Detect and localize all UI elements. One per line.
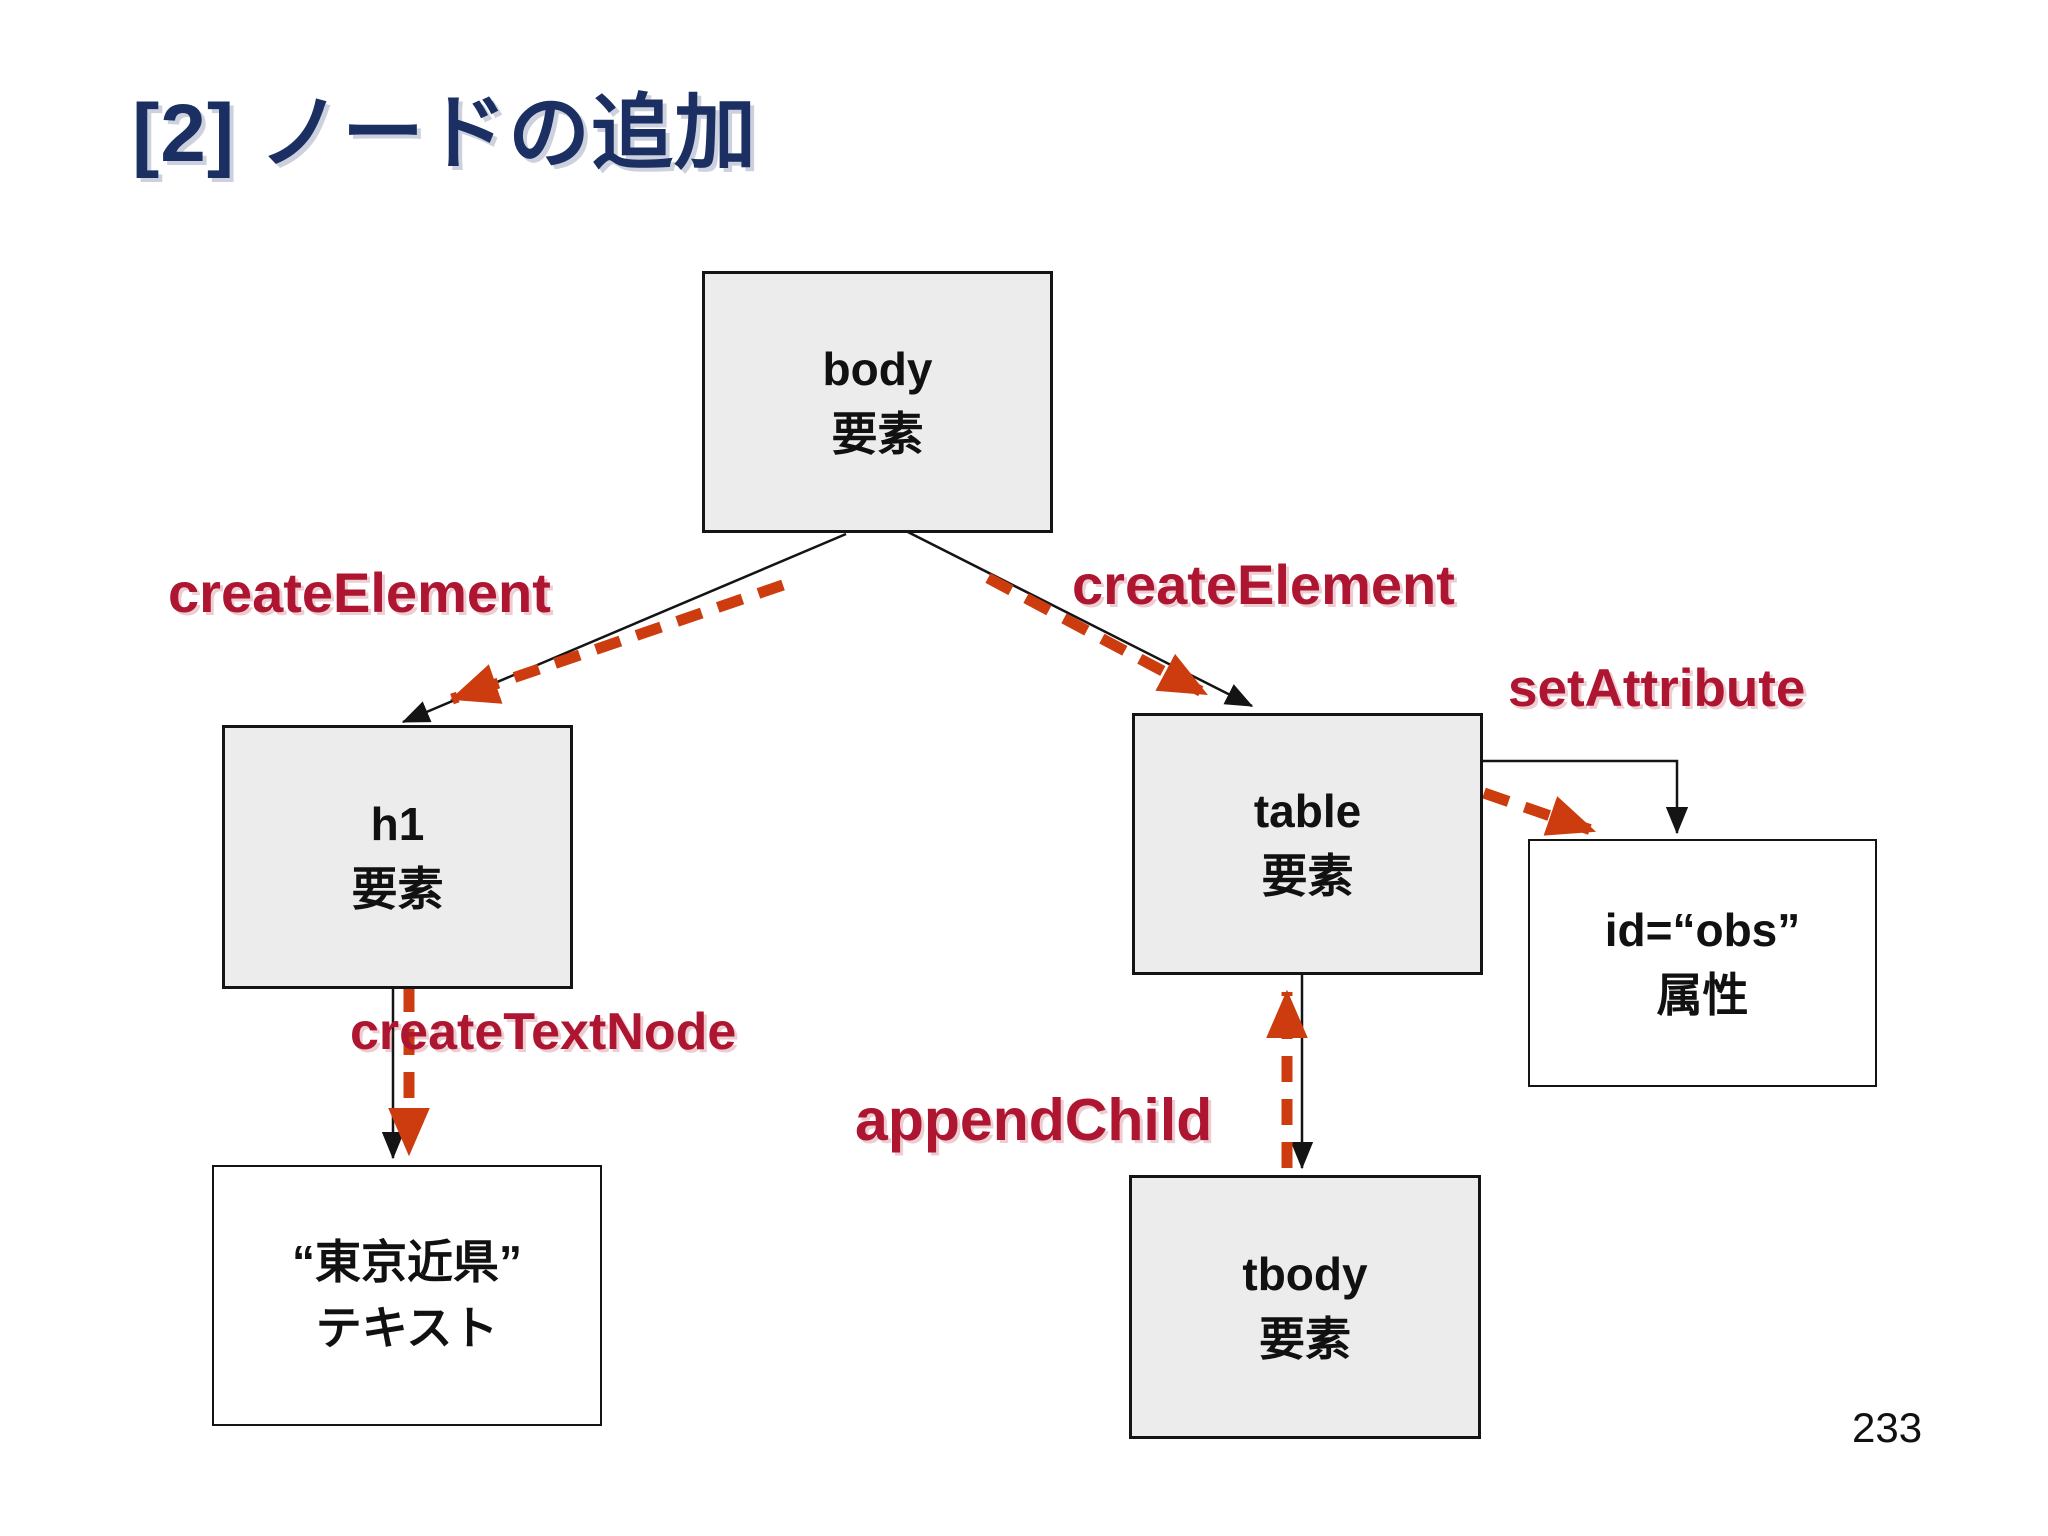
node-table-type: 要素	[1261, 850, 1354, 902]
node-table-element: table 要素	[1132, 713, 1483, 975]
label-create-text-node: createTextNode	[350, 1003, 737, 1061]
arrow-table-to-attribute	[1480, 759, 1689, 835]
node-body-name: body	[822, 342, 933, 395]
node-tbody-name: tbody	[1242, 1247, 1368, 1300]
node-h1-element: h1 要素	[222, 725, 573, 989]
node-h1-type: 要素	[351, 863, 444, 915]
node-text-value: “東京近県”	[292, 1236, 522, 1289]
label-append-child: appendChild	[855, 1087, 1213, 1153]
slide-title: [2] ノードの追加	[132, 88, 758, 179]
node-h1-name: h1	[370, 797, 425, 850]
node-tbody-type: 要素	[1259, 1313, 1351, 1365]
node-text-node: “東京近県” テキスト	[212, 1165, 602, 1426]
dashed-arrow-set-attribute	[1482, 787, 1597, 837]
node-tbody-element: tbody 要素	[1129, 1175, 1481, 1439]
node-attr-name: id=“obs”	[1604, 903, 1801, 956]
label-set-attribute: setAttribute	[1508, 659, 1806, 718]
node-table-name: table	[1253, 784, 1362, 837]
node-text-type: テキスト	[315, 1301, 499, 1354]
node-body-type: 要素	[831, 408, 924, 460]
label-create-element-right: createElement	[1072, 553, 1455, 616]
label-create-element-left: createElement	[168, 561, 551, 624]
page-number: 233	[1852, 1404, 1923, 1451]
node-id-attribute: id=“obs” 属性	[1528, 839, 1877, 1087]
node-body-element: body 要素	[702, 271, 1053, 533]
node-attr-type: 属性	[1656, 969, 1749, 1021]
